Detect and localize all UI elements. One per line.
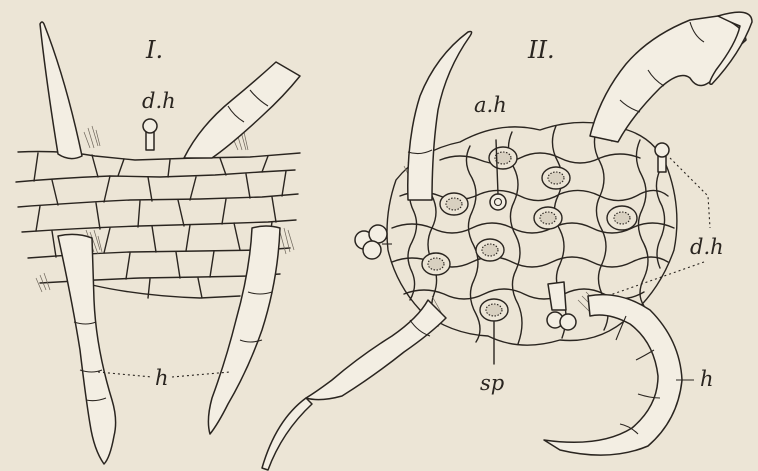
panel-1-hair-lower-right [208, 226, 280, 434]
panel-2-label-ah: a.h [474, 93, 507, 117]
stoma [480, 299, 508, 321]
panel-1-hair-upper-left [40, 22, 82, 159]
stoma [607, 206, 637, 230]
panel-2-leader-dh [596, 158, 710, 300]
panel-2-hair-lower-left [262, 300, 446, 470]
panel-1-hair-lower-left [58, 234, 116, 464]
panel-2-attached-hair [490, 194, 506, 210]
panel-2-glandular-cluster-left [355, 225, 392, 259]
panel-2-label-sp: sp [480, 371, 504, 395]
panel-2-hair-upper-right [590, 12, 752, 142]
panel-1-label-h: h [155, 366, 169, 390]
panel-2-glandular-hair-bottom [547, 282, 576, 330]
panel-2: II. [262, 12, 752, 470]
stoma [534, 207, 562, 229]
panel-2-label-dh: d.h [690, 235, 724, 259]
panel-1-title: I. [145, 36, 163, 64]
panel-1-label-dh: d.h [142, 89, 176, 113]
stoma [440, 193, 468, 215]
panel-2-title: II. [527, 36, 555, 64]
panel-1-hair-upper-right [184, 62, 300, 158]
panel-1-glandular-hair [143, 119, 157, 150]
panel-2-label-h: h [700, 367, 714, 391]
stoma [489, 147, 517, 169]
stoma [542, 167, 570, 189]
panel-1: I. [16, 22, 300, 464]
stoma [422, 253, 450, 275]
stoma [476, 239, 504, 261]
panel-2-hair-upper-left [408, 32, 472, 201]
